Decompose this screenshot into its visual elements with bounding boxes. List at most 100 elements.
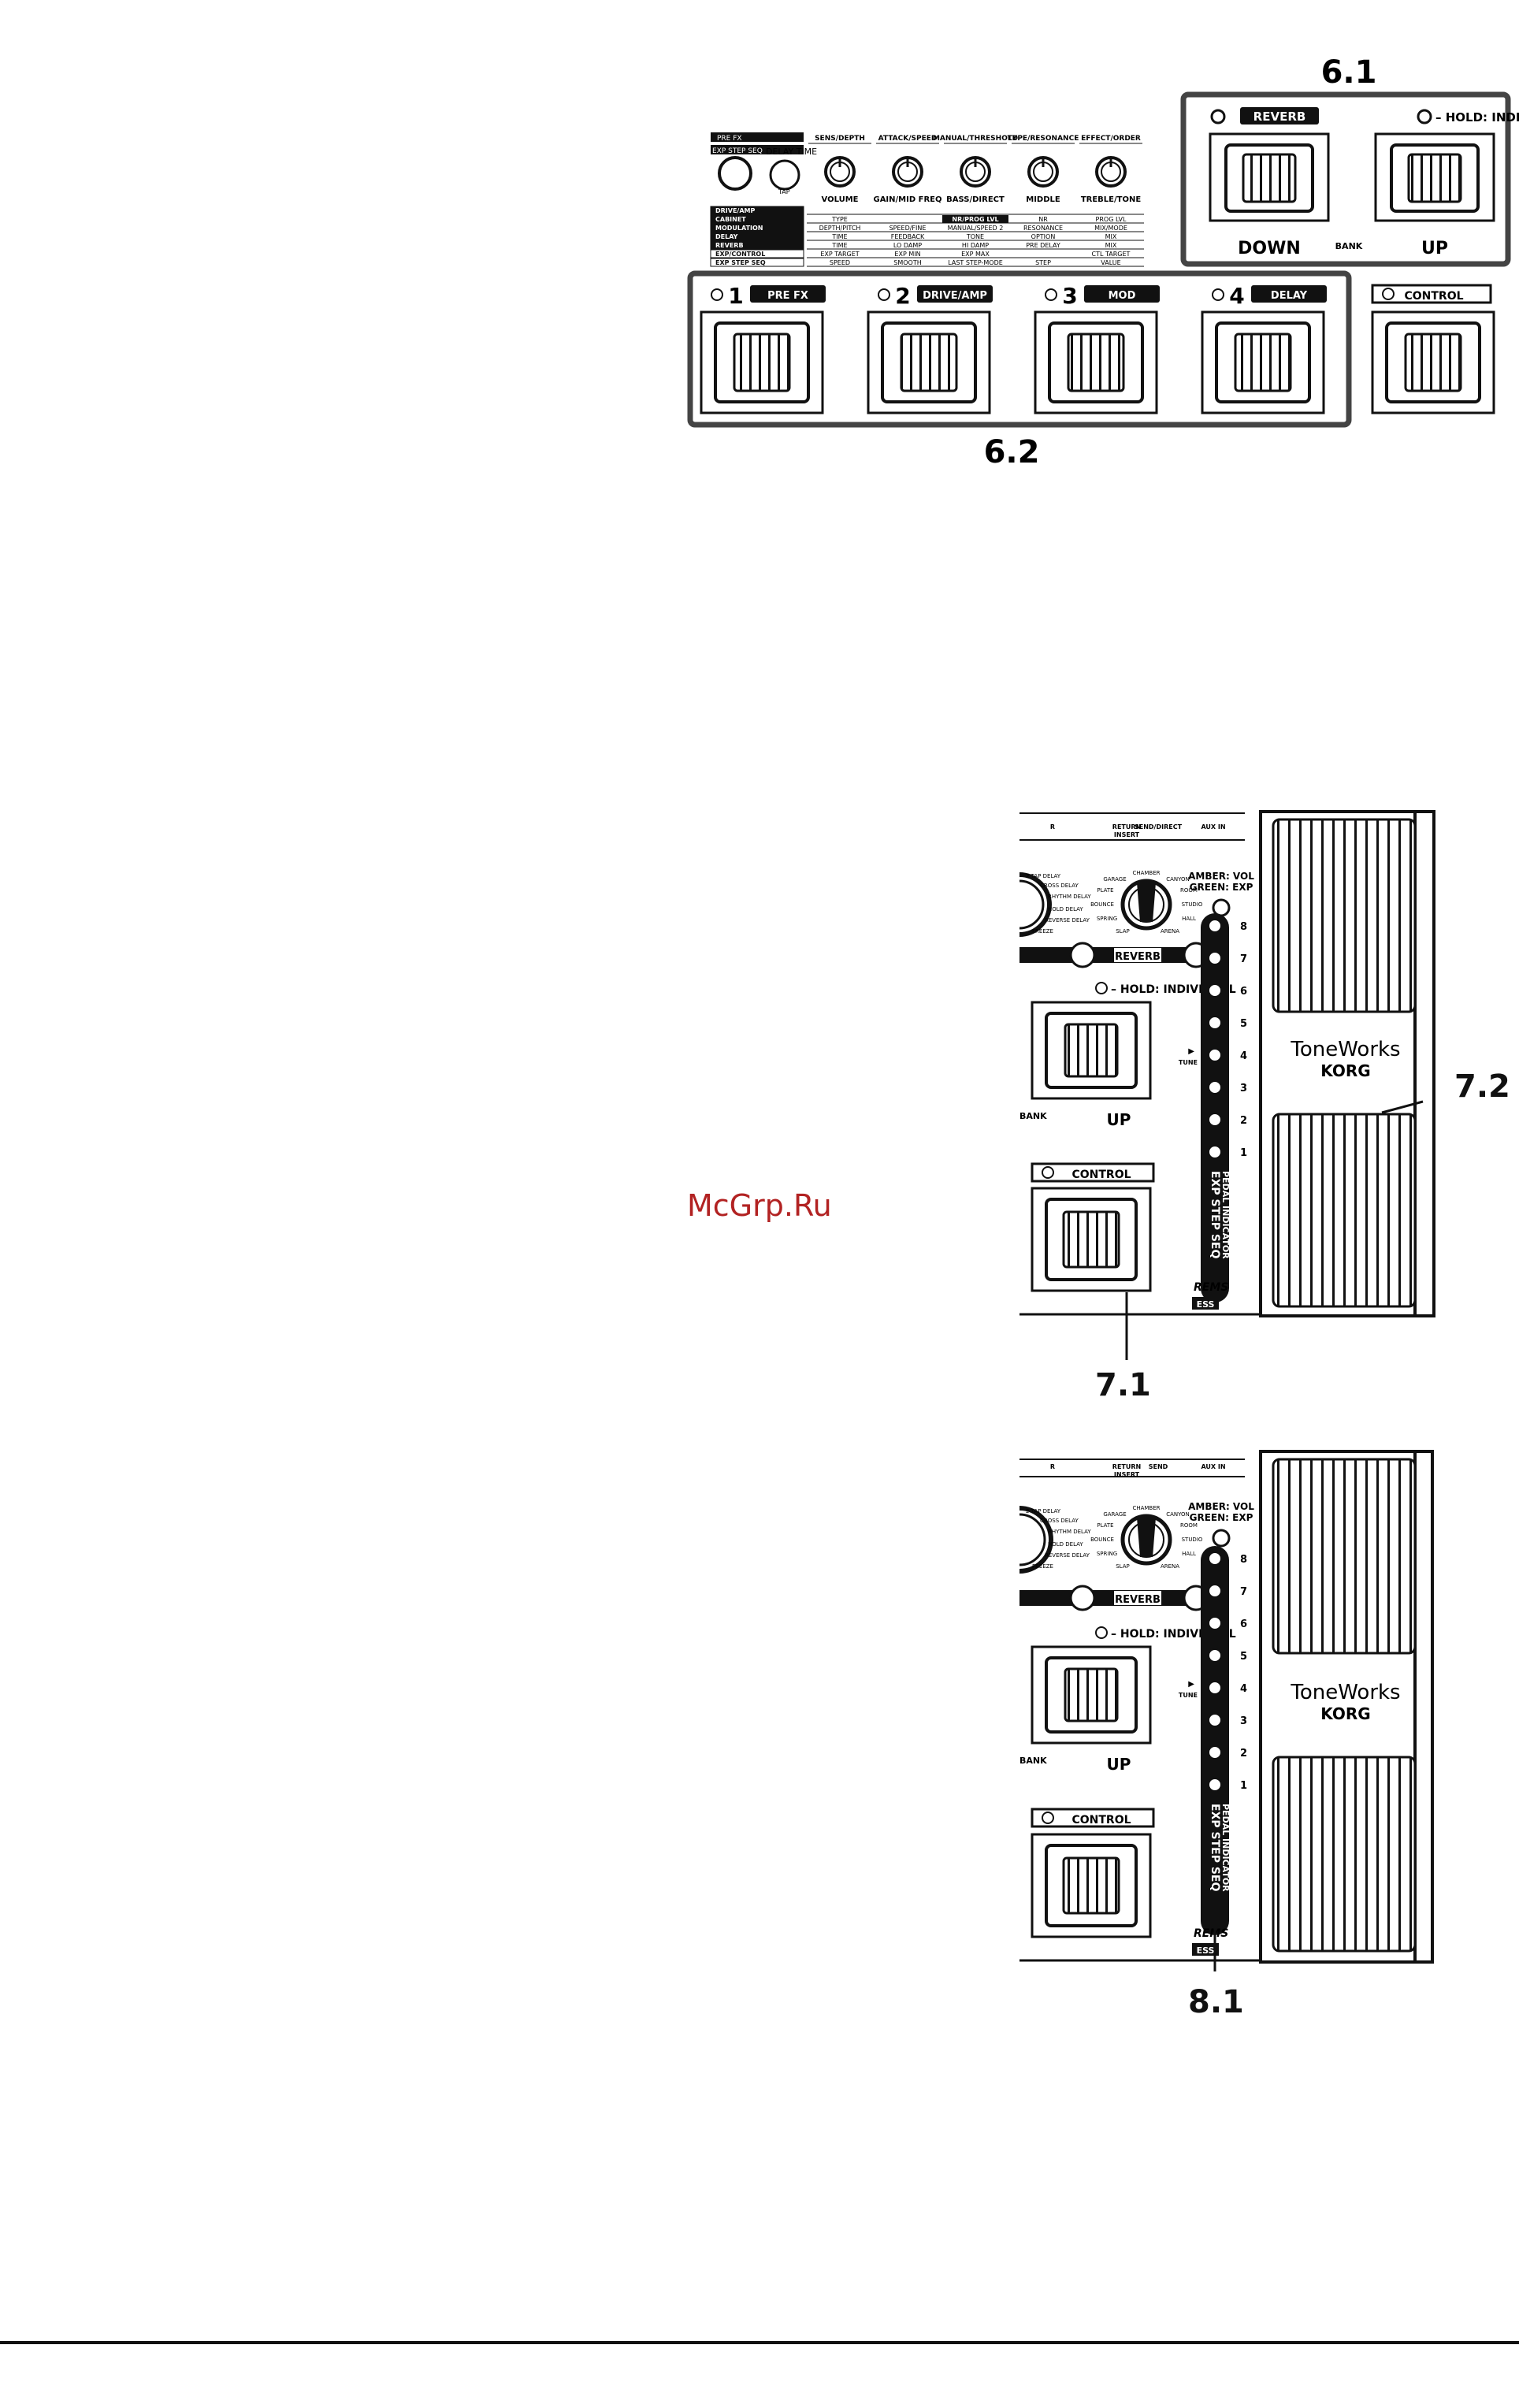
table-cell: TIME xyxy=(831,233,847,240)
table-cell: MANUAL/SPEED 2 xyxy=(948,225,1004,232)
parameter-knob[interactable] xyxy=(824,156,856,188)
parameter-knob[interactable] xyxy=(1027,156,1059,188)
table-row-header-bg xyxy=(710,214,804,224)
reverb-bar xyxy=(1019,1590,1188,1606)
korg-logo: KORG xyxy=(1320,1704,1370,1723)
jack-label: INSERT xyxy=(1114,1471,1140,1478)
effect-badge xyxy=(1251,285,1327,303)
control-footswitch[interactable] xyxy=(1371,310,1495,414)
tap-button[interactable] xyxy=(769,159,800,191)
table-cell: EXP TARGET xyxy=(820,251,859,258)
tune-label: TUNE xyxy=(1179,1692,1198,1699)
knob-bottom-label: VOLUME xyxy=(822,195,859,204)
delay-type-knob[interactable] xyxy=(1019,1506,1053,1574)
reverb-type-label: SPRING xyxy=(1097,1551,1117,1557)
effect-footswitch[interactable] xyxy=(1201,310,1325,414)
callout-6-1-frame xyxy=(1180,91,1511,267)
delay-type-label: 2 TAP DELAY xyxy=(1026,1508,1061,1514)
hold-led xyxy=(1095,982,1108,994)
reverb-type-label: HALL xyxy=(1182,916,1196,922)
reverb-button[interactable] xyxy=(1069,942,1096,968)
effect-footswitch[interactable] xyxy=(867,310,991,414)
table-cell: DEPTH/PITCH xyxy=(819,225,861,232)
led-legend-green: GREEN: EXP xyxy=(1190,882,1253,893)
effect-number: 1 xyxy=(728,283,743,309)
table-cell: FEEDBACK xyxy=(891,233,925,240)
control-footswitch[interactable] xyxy=(1031,1187,1152,1292)
reverb-type-label: ROOM xyxy=(1180,887,1198,894)
table-row-header-bg xyxy=(710,223,804,232)
step-number: 1 xyxy=(1240,1147,1247,1159)
table-cell: SPEED xyxy=(830,259,850,266)
hold-led xyxy=(1095,1626,1108,1639)
rems-logo: REMS xyxy=(1194,1281,1228,1294)
step-number: 3 xyxy=(1240,1083,1247,1094)
knob-bottom-label: TREBLE/TONE xyxy=(1081,195,1142,204)
parameter-knob[interactable] xyxy=(960,156,991,188)
table-row-header-bg xyxy=(710,232,804,241)
jack-label: SEND/DIRECT xyxy=(1135,823,1183,831)
delay-type-knob[interactable] xyxy=(1019,872,1052,937)
step-led xyxy=(1208,1745,1222,1760)
indicator-title: EXP STEP SEQ xyxy=(1209,1171,1221,1258)
table-row-header-bg xyxy=(710,258,804,267)
table-cell: LO DAMP xyxy=(893,242,922,249)
step-number: 8 xyxy=(1240,921,1247,933)
delay-type-label: RHYTHM DELAY xyxy=(1048,1529,1091,1535)
parameter-knob[interactable] xyxy=(892,156,923,188)
effect-badge xyxy=(1084,285,1160,303)
control-badge xyxy=(1031,1162,1155,1183)
step-number: 2 xyxy=(1240,1115,1247,1127)
expression-pedal[interactable] xyxy=(1259,1450,1434,1964)
step-led xyxy=(1208,919,1222,933)
up-footswitch[interactable] xyxy=(1031,1001,1152,1100)
expression-pedal[interactable] xyxy=(1259,810,1435,1317)
reverb-type-label: SPRING xyxy=(1097,916,1117,922)
table-row-header: REVERB xyxy=(715,242,744,249)
reverb-bar-label-bg xyxy=(1114,948,1161,962)
reverb-button[interactable] xyxy=(1069,1585,1096,1611)
reverb-label: REVERB xyxy=(1253,110,1306,124)
up-footswitch[interactable] xyxy=(1374,132,1495,222)
jack-label: R xyxy=(1050,823,1055,831)
indicator-title: EXP STEP SEQ xyxy=(1209,1804,1221,1891)
down-footswitch[interactable] xyxy=(1209,132,1330,222)
delay-time-label: DELAY TIME xyxy=(766,147,817,157)
hold-individual-label: – HOLD: INDIVIDUAL xyxy=(1435,110,1519,124)
reverb-type-knob[interactable] xyxy=(1120,1514,1172,1566)
step-led xyxy=(1208,1016,1222,1030)
table-row-header: DRIVE/AMP xyxy=(715,207,756,214)
effect-footswitch[interactable] xyxy=(1034,310,1158,414)
control-label: CONTROL xyxy=(1071,1814,1131,1826)
effect-footswitch[interactable] xyxy=(700,310,824,414)
table-cell: SPEED/FINE xyxy=(889,225,927,232)
hold-led xyxy=(1417,109,1432,124)
toneworks-logo: ToneWorks xyxy=(1290,1681,1400,1704)
reverb-type-knob[interactable] xyxy=(1120,879,1172,931)
exp-step-seq-header-label: EXP STEP SEQ xyxy=(712,147,763,155)
delay-type-label: HOLD DELAY xyxy=(1048,1541,1083,1548)
table-cell: MIX xyxy=(1105,233,1117,240)
up-footswitch[interactable] xyxy=(1031,1645,1152,1745)
up-label: UP xyxy=(1107,1110,1131,1129)
control-footswitch[interactable] xyxy=(1031,1833,1152,1938)
control-switch-group: CONTROL xyxy=(1371,284,1495,414)
step-number: 6 xyxy=(1240,1618,1247,1630)
figure-1-switch-panel: 6.1 PRE FX EXP STEP SEQ DELAY TIME TAP S… xyxy=(687,54,1519,470)
tune-arrow-icon: ▶ xyxy=(1188,1047,1194,1056)
step-led xyxy=(1208,983,1222,998)
parameter-knob[interactable] xyxy=(1095,156,1127,188)
effect-number: 3 xyxy=(1062,283,1077,309)
exp-step-seq-button[interactable] xyxy=(718,156,752,191)
step-number: 2 xyxy=(1240,1748,1247,1760)
callout-7-2: 7.2 xyxy=(1454,1068,1510,1105)
reverb-type-label: SLAP xyxy=(1116,1563,1130,1570)
reverb-type-label: CANYON xyxy=(1166,876,1190,883)
